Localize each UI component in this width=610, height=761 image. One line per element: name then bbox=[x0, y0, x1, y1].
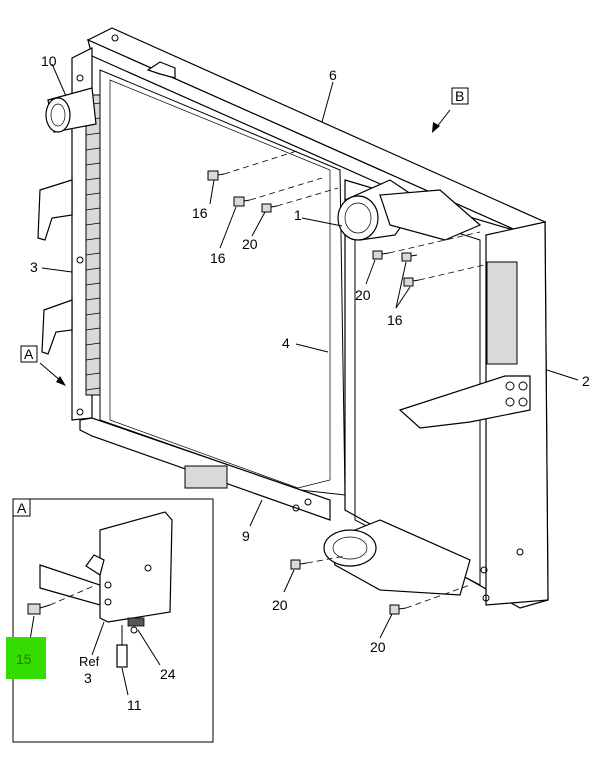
detail-callout-15[interactable]: 15 bbox=[16, 651, 32, 667]
outlet-pipe bbox=[323, 519, 471, 596]
mounting-bracket bbox=[398, 375, 531, 429]
highlight-15[interactable] bbox=[6, 637, 46, 679]
callout-a: A bbox=[24, 346, 34, 362]
callout-9: 9 bbox=[242, 528, 250, 544]
left-bracket-upper bbox=[37, 179, 73, 241]
bracket-bolts bbox=[505, 381, 528, 407]
detail-leader-15 bbox=[29, 615, 35, 641]
callout-16-a: 16 bbox=[192, 205, 208, 221]
detail-callout-11: 11 bbox=[127, 697, 142, 713]
callout-20-a: 20 bbox=[242, 236, 258, 252]
callout-16-b: 16 bbox=[210, 250, 226, 266]
detail-leader-24 bbox=[137, 629, 161, 666]
view-arrow-a bbox=[39, 362, 66, 386]
bottom-bracket bbox=[184, 465, 228, 489]
detail-side-plate bbox=[99, 511, 173, 623]
detail-ref-number: 3 bbox=[84, 670, 92, 686]
bolt-16-c bbox=[401, 252, 485, 287]
callout-20-b: 20 bbox=[355, 287, 371, 303]
inlet-pipe bbox=[337, 179, 482, 241]
detail-leader-11 bbox=[121, 667, 129, 696]
radiator-assembly bbox=[37, 27, 549, 609]
callout-16-c: 16 bbox=[387, 312, 403, 328]
view-arrow-b bbox=[432, 109, 451, 133]
callout-1: 1 bbox=[294, 207, 302, 223]
view-b-box bbox=[451, 87, 469, 105]
detail-label: A bbox=[17, 500, 27, 516]
detail-label-box bbox=[12, 498, 31, 517]
top-clip bbox=[146, 61, 176, 79]
right-tank-plate bbox=[486, 261, 518, 365]
detail-clamp-24 bbox=[127, 617, 145, 634]
detail-clip bbox=[85, 554, 105, 576]
radiator-panel bbox=[99, 69, 346, 496]
detail-view-a: A 15 Ref 3 bbox=[6, 498, 214, 743]
detail-callout-24: 24 bbox=[160, 666, 176, 682]
detail-bolt-15 bbox=[27, 584, 97, 615]
bolt-20-b bbox=[372, 231, 481, 260]
callout-20-c: 20 bbox=[272, 597, 288, 613]
callout-6: 6 bbox=[329, 67, 337, 83]
detail-rail bbox=[39, 564, 101, 606]
detail-leader-ref bbox=[91, 621, 105, 656]
detail-ref-label: Ref bbox=[79, 654, 100, 669]
detail-frame bbox=[12, 498, 214, 743]
bolt-16-b bbox=[233, 177, 323, 207]
radiator-inner-panel bbox=[109, 79, 331, 489]
callout-3: 3 bbox=[30, 259, 38, 275]
callout-20-d: 20 bbox=[370, 639, 386, 655]
callout-2: 2 bbox=[582, 373, 590, 389]
bolt-20-d bbox=[389, 584, 471, 615]
fasteners bbox=[207, 149, 485, 615]
bolt-20-a bbox=[261, 187, 339, 213]
frame-holes bbox=[76, 34, 524, 602]
callout-4: 4 bbox=[282, 335, 290, 351]
bolt-20-c bbox=[290, 555, 346, 570]
filler-neck bbox=[45, 87, 97, 133]
callout-10: 10 bbox=[41, 53, 57, 69]
top-frame-rail bbox=[86, 27, 547, 233]
view-a-box bbox=[20, 345, 38, 363]
callout-b: B bbox=[455, 88, 464, 104]
core-fin-strip bbox=[85, 94, 101, 396]
leader-lines bbox=[41, 63, 579, 639]
detail-sensor-11 bbox=[116, 625, 128, 668]
bolt-16-a bbox=[207, 149, 301, 181]
left-bracket-lower bbox=[41, 299, 73, 355]
